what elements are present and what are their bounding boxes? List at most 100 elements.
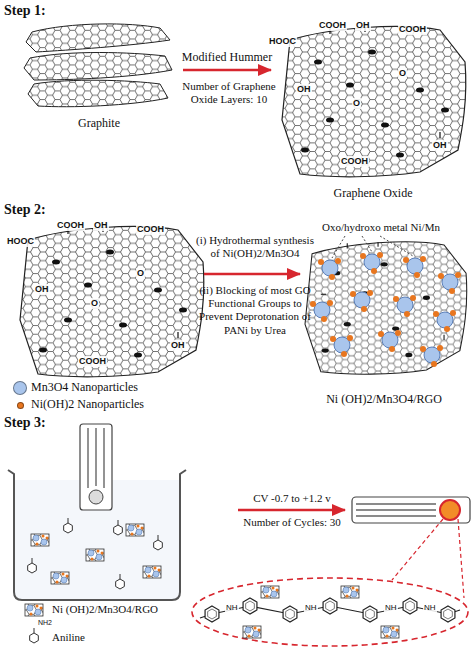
- step-heading: Step 1:: [4, 3, 46, 20]
- electrode-disc: [89, 490, 103, 504]
- arrow-note: Number of Cycles: 30: [232, 516, 352, 529]
- graphene-sheet: [28, 80, 168, 107]
- benzene-ring: [205, 606, 219, 622]
- composite-cluster: [126, 524, 144, 536]
- functional-group: OH: [170, 340, 186, 351]
- functional-group: COOH: [136, 224, 165, 235]
- functional-group: OH: [93, 220, 109, 231]
- aniline-molecule: [28, 558, 37, 573]
- process-arrow: [238, 509, 345, 512]
- functional-group: COOH: [398, 24, 427, 35]
- electrode-disc: [440, 500, 460, 520]
- benzene-ring: [441, 606, 455, 622]
- electrode-tracks: [356, 504, 436, 516]
- functional-group: OH: [34, 284, 50, 295]
- illustration-node: Graphene Oxide: [274, 16, 472, 200]
- functional-group: O: [136, 268, 145, 279]
- graphene-oxide-sheet: [282, 26, 466, 176]
- functional-group: O: [352, 98, 361, 109]
- composite-cluster: [51, 572, 69, 584]
- illustration-node: Graphite: [18, 22, 180, 130]
- legend-text: Ni (OH)2/Mn3O4/RGO: [52, 603, 158, 616]
- composite-cluster: [261, 586, 279, 598]
- functional-group: COOH: [56, 220, 85, 231]
- zoom-ellipse: [192, 578, 468, 646]
- composite-cluster: [381, 626, 399, 638]
- aniline-molecule: [154, 535, 163, 550]
- composite-cluster: [86, 549, 104, 561]
- node-caption: Graphene Oxide: [274, 186, 472, 200]
- solution: [15, 480, 179, 599]
- aniline-molecule: [64, 518, 73, 533]
- step-heading: Step 3:: [4, 415, 46, 432]
- legend-text: Aniline: [52, 631, 85, 644]
- graphene-sheet: [24, 53, 172, 81]
- legend-swatch: [13, 381, 27, 395]
- chemical-group: NH: [304, 603, 318, 613]
- nanoparticle: [433, 310, 456, 332]
- nanoparticle: [438, 272, 461, 294]
- functional-group: COOH: [78, 356, 107, 367]
- graphite-sheets: [24, 24, 172, 107]
- benzene-ring: [243, 598, 257, 614]
- nanoparticle: [420, 345, 443, 367]
- chemical-group: NH: [384, 603, 398, 613]
- legend-icon: [30, 628, 39, 643]
- composite-cluster: [243, 626, 261, 638]
- nanoparticle: [403, 256, 426, 278]
- arrow-note: Number of Graphene Oxide Layers: 10: [176, 80, 282, 106]
- functional-group: OH: [355, 20, 371, 31]
- nanoparticle: [378, 330, 401, 352]
- leader-line: [332, 236, 413, 258]
- electrode-strip: [80, 424, 112, 510]
- process-arrow: [183, 69, 271, 72]
- composite-cluster: [143, 566, 161, 578]
- arrow-note: (i) Hydrothermal synthesis of Ni(OH)2/Mn…: [196, 234, 314, 260]
- nanoparticle: [360, 252, 383, 274]
- chemical-group: NH: [225, 603, 239, 613]
- nanoparticle: [330, 335, 353, 357]
- benzene-ring: [323, 598, 337, 614]
- node-caption: Graphite: [18, 116, 180, 130]
- graphene-sheet: [24, 53, 172, 81]
- edge-label: Modified Hummer: [147, 50, 307, 64]
- functional-group: OH: [296, 84, 312, 95]
- electrode-strip: [352, 497, 470, 523]
- composite-cluster: [31, 534, 49, 546]
- electrode-tracks: [88, 428, 104, 488]
- functional-group: O: [398, 68, 407, 79]
- callout-text: Oxo/hydroxo metal Ni/Mn: [322, 221, 440, 234]
- nanoparticle: [310, 300, 333, 322]
- illustration-node: Ni (OH)2/Mn3O4/RGO: [296, 236, 472, 406]
- functional-group: OH: [432, 140, 448, 151]
- aniline-molecule: [116, 574, 125, 589]
- nanoparticle: [393, 295, 416, 317]
- benzene-ring: [363, 606, 377, 622]
- graphene-sheet: [26, 24, 170, 52]
- legend-text: Ni(OH)2 Nanoparticles: [31, 397, 144, 411]
- chemical-group: NH: [423, 603, 437, 613]
- arrow-note: CV -0.7 to +1.2 v: [232, 492, 352, 505]
- step-heading: Step 2:: [4, 202, 46, 219]
- graphene-oxide-sheet: [20, 226, 204, 376]
- legend-text: Mn3O4 Nanoparticles: [31, 380, 138, 394]
- composite-cluster: [341, 586, 359, 598]
- process-arrow: [204, 273, 300, 276]
- legend-icon: [25, 604, 43, 616]
- benzene-ring: [403, 598, 417, 614]
- nanoparticle: [318, 258, 341, 280]
- benzene-ring: [283, 606, 297, 622]
- reduced-graphene-sheet: [305, 242, 467, 374]
- nanoparticle: [350, 290, 373, 312]
- node-caption: Ni (OH)2/Mn3O4/RGO: [296, 392, 472, 406]
- arrow-note: (ii) Blocking of most GO Functional Grou…: [196, 284, 314, 337]
- aniline-molecule: [114, 520, 123, 535]
- legend-swatch: [17, 402, 24, 409]
- functional-group: COOH: [318, 20, 347, 31]
- functional-group: HOOC: [6, 236, 35, 247]
- functional-group: O: [90, 298, 99, 309]
- functional-group: COOH: [340, 156, 369, 167]
- graphene-sheet: [26, 24, 170, 52]
